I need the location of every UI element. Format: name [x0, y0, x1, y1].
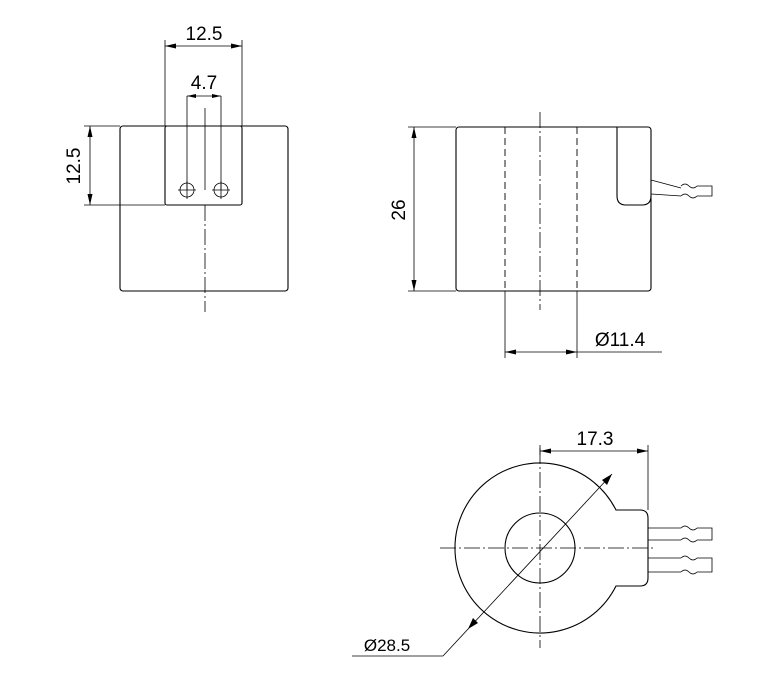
front-view: 12.5 4.7 12.5 [64, 24, 289, 312]
side-terminal-housing [616, 127, 652, 206]
side-body-outline [455, 126, 652, 292]
dim-pin-spacing [187, 94, 221, 98]
dim-bore-diameter [504, 291, 662, 358]
dim-pin-spacing-label: 4.7 [191, 73, 217, 94]
dim-outer-diameter-label: Ø28.5 [364, 636, 410, 655]
dim-outer-diameter [352, 473, 613, 657]
top-wire-lower [648, 555, 713, 575]
dim-front-width [164, 40, 243, 126]
dim-front-height-label: 12.5 [64, 148, 85, 185]
top-outer-outline [454, 462, 649, 634]
dim-front-width-label: 12.5 [186, 24, 223, 45]
side-view: 26 Ø11.4 [389, 112, 713, 358]
side-wire-lead [650, 179, 713, 199]
top-wire-upper [648, 525, 713, 543]
dim-side-height [408, 126, 456, 292]
front-pin-hole-right [212, 181, 230, 199]
front-terminal-block [164, 125, 243, 206]
dim-top-offset-label: 17.3 [577, 429, 614, 450]
front-pin-hole-left [178, 181, 196, 199]
front-body-outline [119, 125, 289, 292]
dim-bore-diameter-label: Ø11.4 [595, 330, 646, 351]
dim-side-height-label: 26 [389, 199, 410, 220]
dim-front-height [84, 125, 165, 206]
dim-top-offset [539, 445, 649, 510]
top-view: 17.3 Ø28.5 [352, 429, 713, 657]
